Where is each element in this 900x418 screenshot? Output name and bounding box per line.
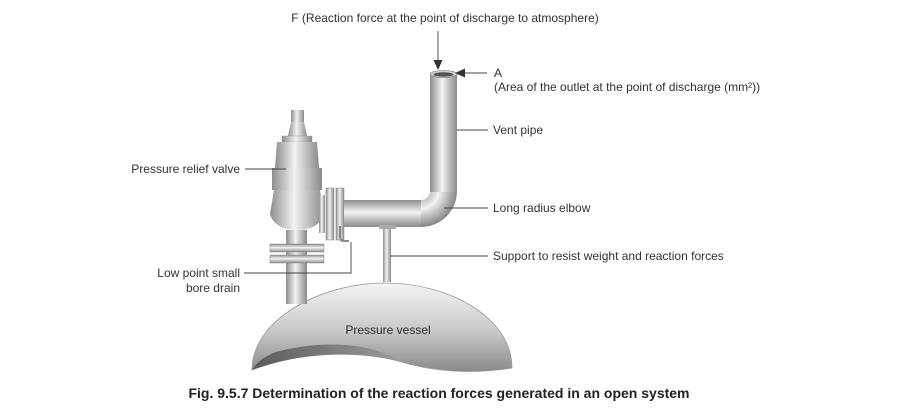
relief-valve-body (270, 110, 324, 230)
drain-label-line2: bore drain (186, 281, 240, 295)
relief-valve-label: Pressure relief valve (131, 162, 240, 176)
pressure-vessel (251, 282, 513, 372)
pressure-vessel-label: Pressure vessel (345, 323, 430, 337)
long-radius-elbow (421, 191, 457, 227)
elbow-label: Long radius elbow (493, 201, 591, 215)
lower-flange (269, 243, 325, 264)
force-label: F (Reaction force at the point of discha… (291, 11, 599, 25)
area-arrow (455, 68, 487, 78)
drain-leader (244, 242, 352, 274)
discharge-pipe (344, 200, 422, 227)
support-label: Support to resist weight and reaction fo… (493, 249, 724, 263)
area-label-description: (Area of the outlet at the point of disc… (494, 80, 760, 94)
inlet-pipe (286, 230, 307, 304)
figure-caption: Fig. 9.5.7 Determination of the reaction… (188, 385, 689, 401)
force-arrow (433, 31, 443, 70)
pipe-support (379, 225, 396, 282)
small-bore-drain (339, 226, 349, 242)
area-label-letter: A (494, 66, 502, 80)
vent-pipe (429, 70, 458, 192)
vent-pipe-label: Vent pipe (493, 123, 543, 137)
drain-label-line1: Low point small (157, 266, 240, 280)
